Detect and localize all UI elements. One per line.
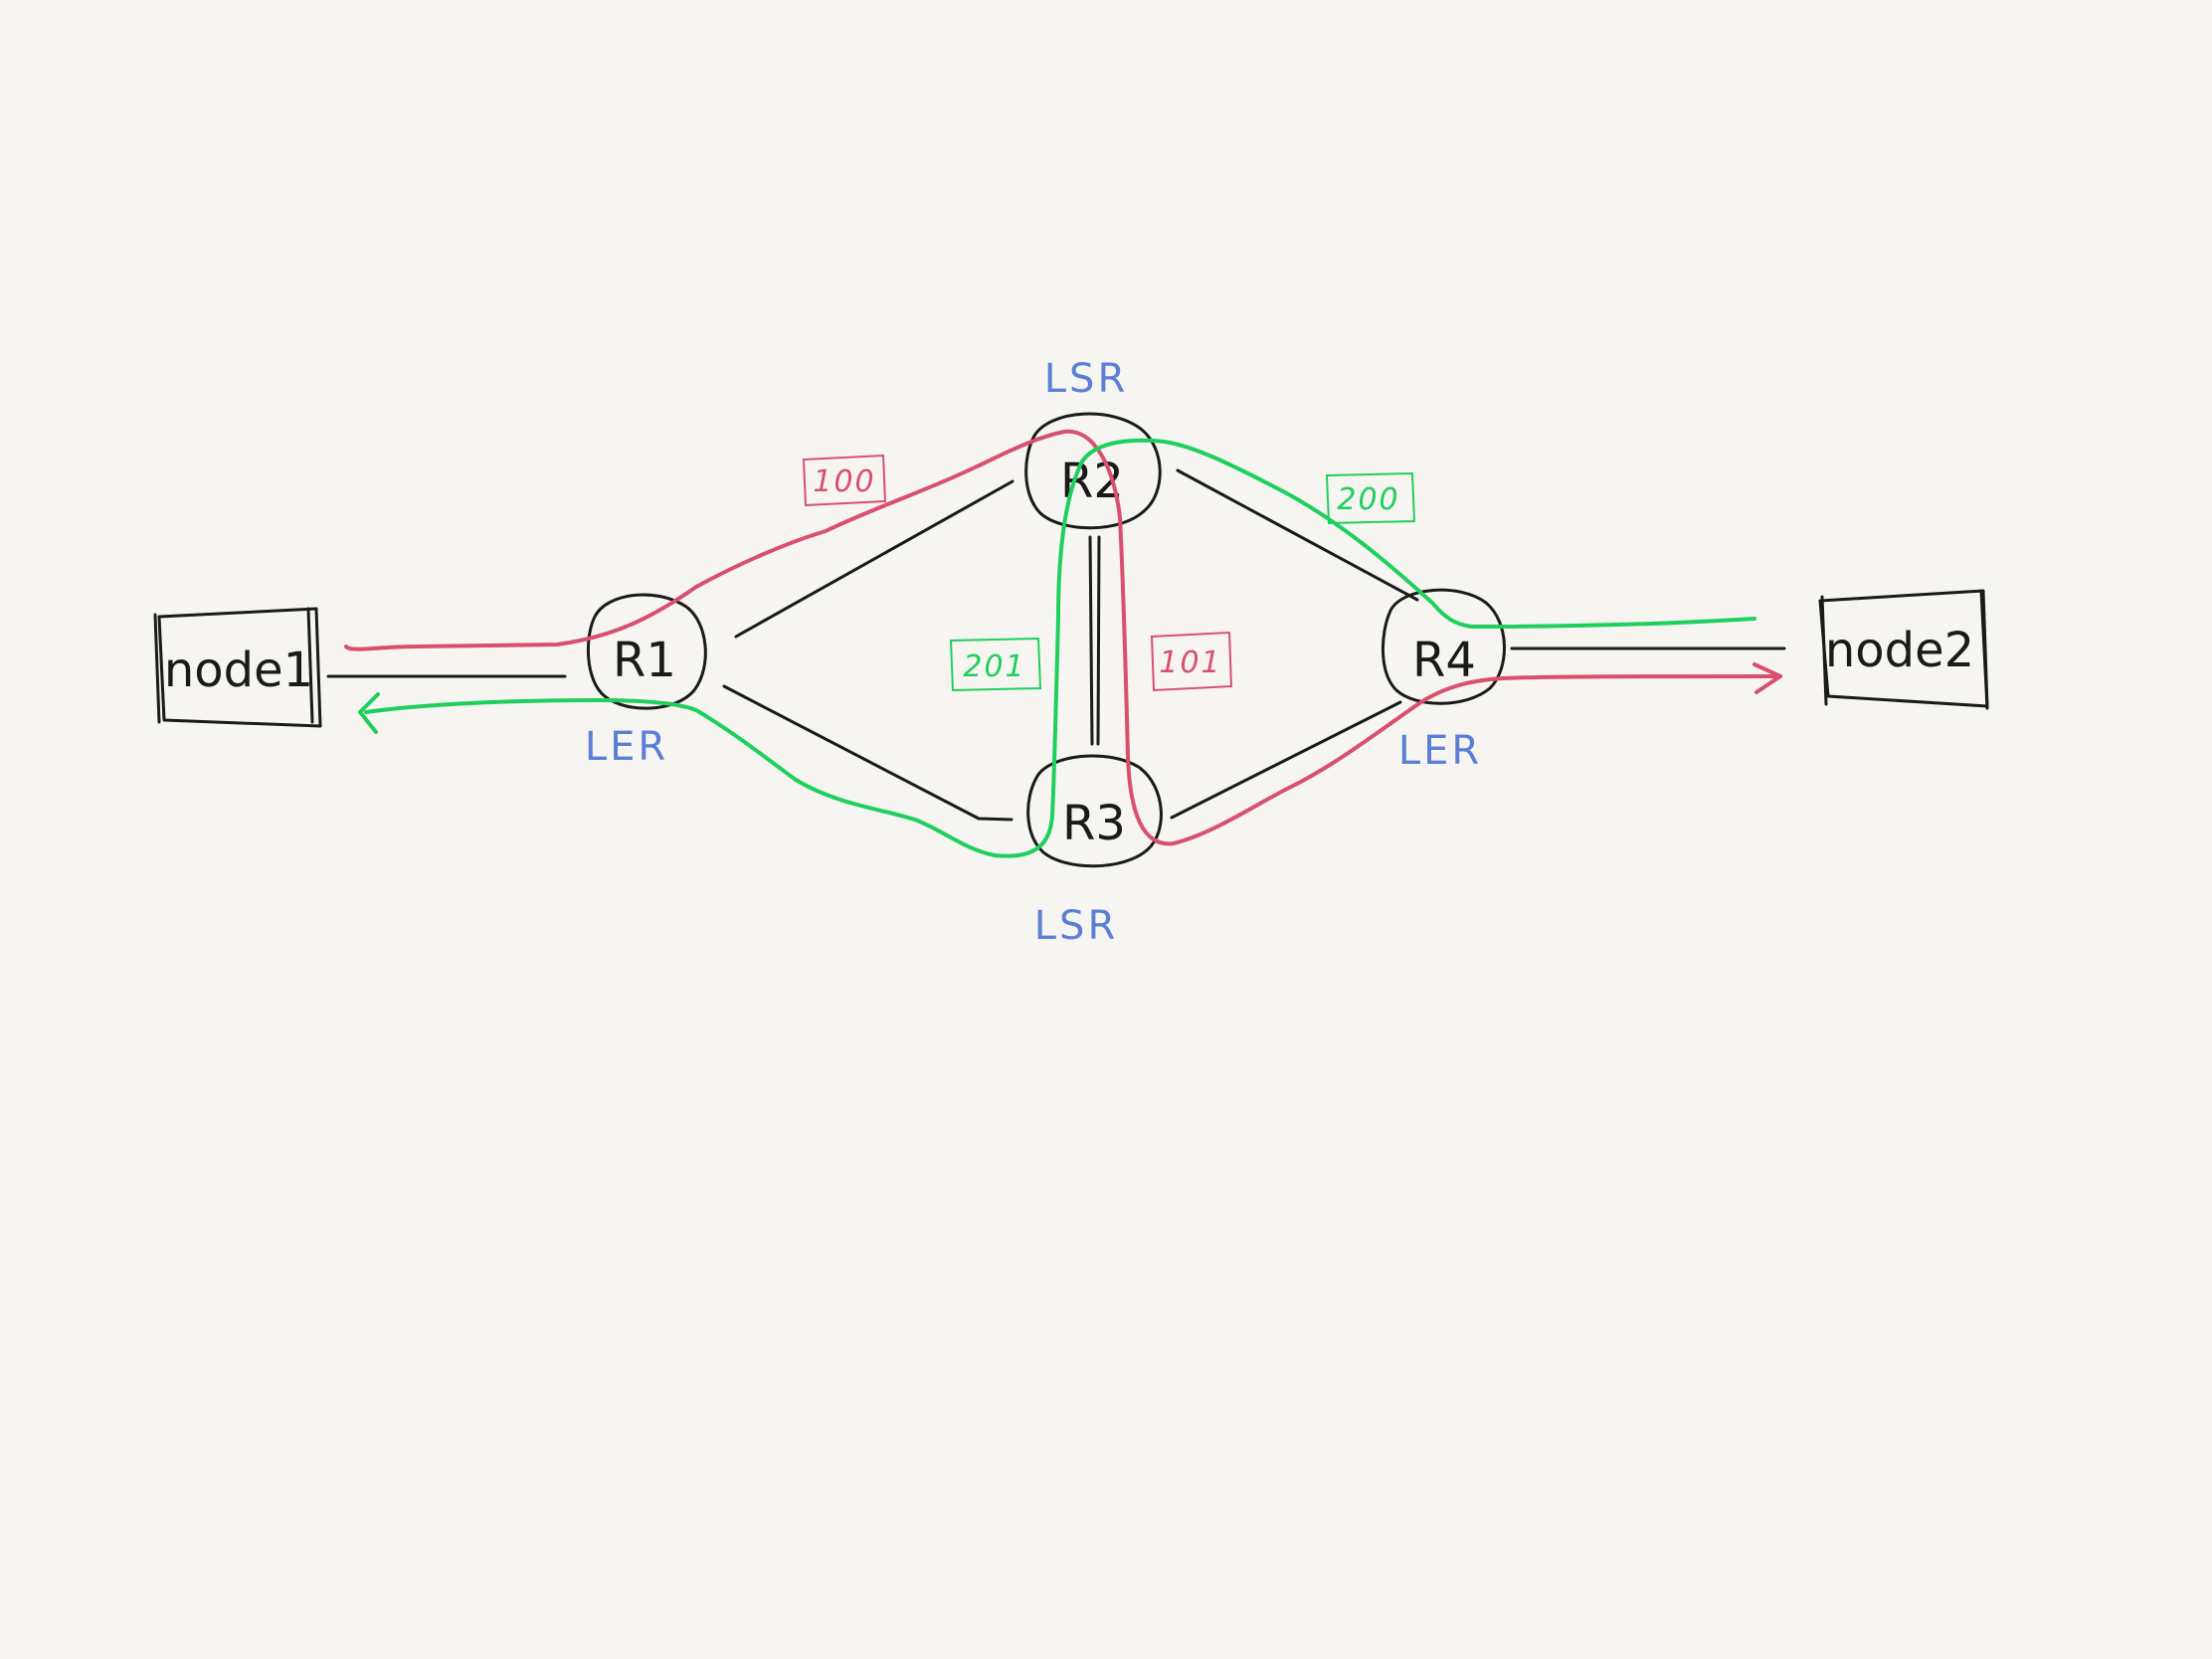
links bbox=[326, 468, 1786, 822]
node1-box-edge-r bbox=[306, 607, 314, 724]
link-r2-r3-b bbox=[1096, 535, 1101, 746]
node1-label: node1 bbox=[164, 643, 313, 698]
node2-label: node2 bbox=[1825, 623, 1974, 678]
node1-box-edge bbox=[153, 613, 161, 724]
role-r3: LSR bbox=[1034, 903, 1118, 949]
node2-box-edge bbox=[1820, 595, 1828, 706]
tag-red-101-text: 101 bbox=[1159, 645, 1221, 680]
tag-red-101: 101 bbox=[1150, 631, 1233, 692]
tag-green-201: 201 bbox=[949, 637, 1042, 692]
role-r2: LSR bbox=[1044, 356, 1128, 402]
role-r1: LER bbox=[585, 724, 668, 770]
tag-red-100-box bbox=[802, 454, 887, 507]
node1-box-outline bbox=[157, 607, 322, 728]
link-r3-r4 bbox=[1170, 700, 1402, 820]
tag-red-100-text: 100 bbox=[813, 464, 875, 499]
router-r1-circle bbox=[586, 593, 707, 710]
tag-red-101-box bbox=[1150, 631, 1233, 692]
router-r3-circle bbox=[1026, 754, 1163, 868]
node2-box: node2 bbox=[1818, 589, 1989, 710]
tag-green-200-text: 200 bbox=[1337, 482, 1399, 517]
router-r2: R2 bbox=[1024, 412, 1162, 530]
tag-green-200-box bbox=[1325, 471, 1416, 525]
role-r4: LER bbox=[1398, 728, 1482, 774]
tag-green-200: 200 bbox=[1325, 471, 1416, 525]
router-r1-label: R1 bbox=[613, 633, 676, 688]
router-r1: R1 bbox=[586, 593, 707, 710]
red-lsp bbox=[344, 429, 1782, 846]
node2-box-edge-r bbox=[1979, 589, 1989, 710]
link-r1-r2 bbox=[734, 479, 1014, 639]
green-lsp-arrowhead bbox=[358, 692, 380, 734]
tag-green-201-box bbox=[949, 637, 1042, 692]
link-r2-r3 bbox=[1088, 535, 1094, 746]
tag-green-201-text: 201 bbox=[963, 649, 1025, 684]
router-r4: R4 bbox=[1382, 588, 1506, 705]
link-r2-r4 bbox=[1176, 468, 1419, 602]
router-r4-circle bbox=[1382, 588, 1506, 705]
green-lsp bbox=[358, 438, 1756, 858]
router-r2-circle bbox=[1024, 412, 1162, 530]
router-r4-label: R4 bbox=[1412, 633, 1476, 688]
router-r3: R3 bbox=[1026, 754, 1163, 868]
red-lsp-arrowhead bbox=[1752, 662, 1782, 694]
green-lsp-path bbox=[364, 438, 1756, 858]
router-r3-label: R3 bbox=[1062, 796, 1126, 851]
node1-box: node1 bbox=[153, 607, 322, 728]
link-r1-r3 bbox=[722, 684, 1014, 822]
red-lsp-path bbox=[344, 429, 1782, 846]
tag-red-100: 100 bbox=[802, 454, 887, 507]
